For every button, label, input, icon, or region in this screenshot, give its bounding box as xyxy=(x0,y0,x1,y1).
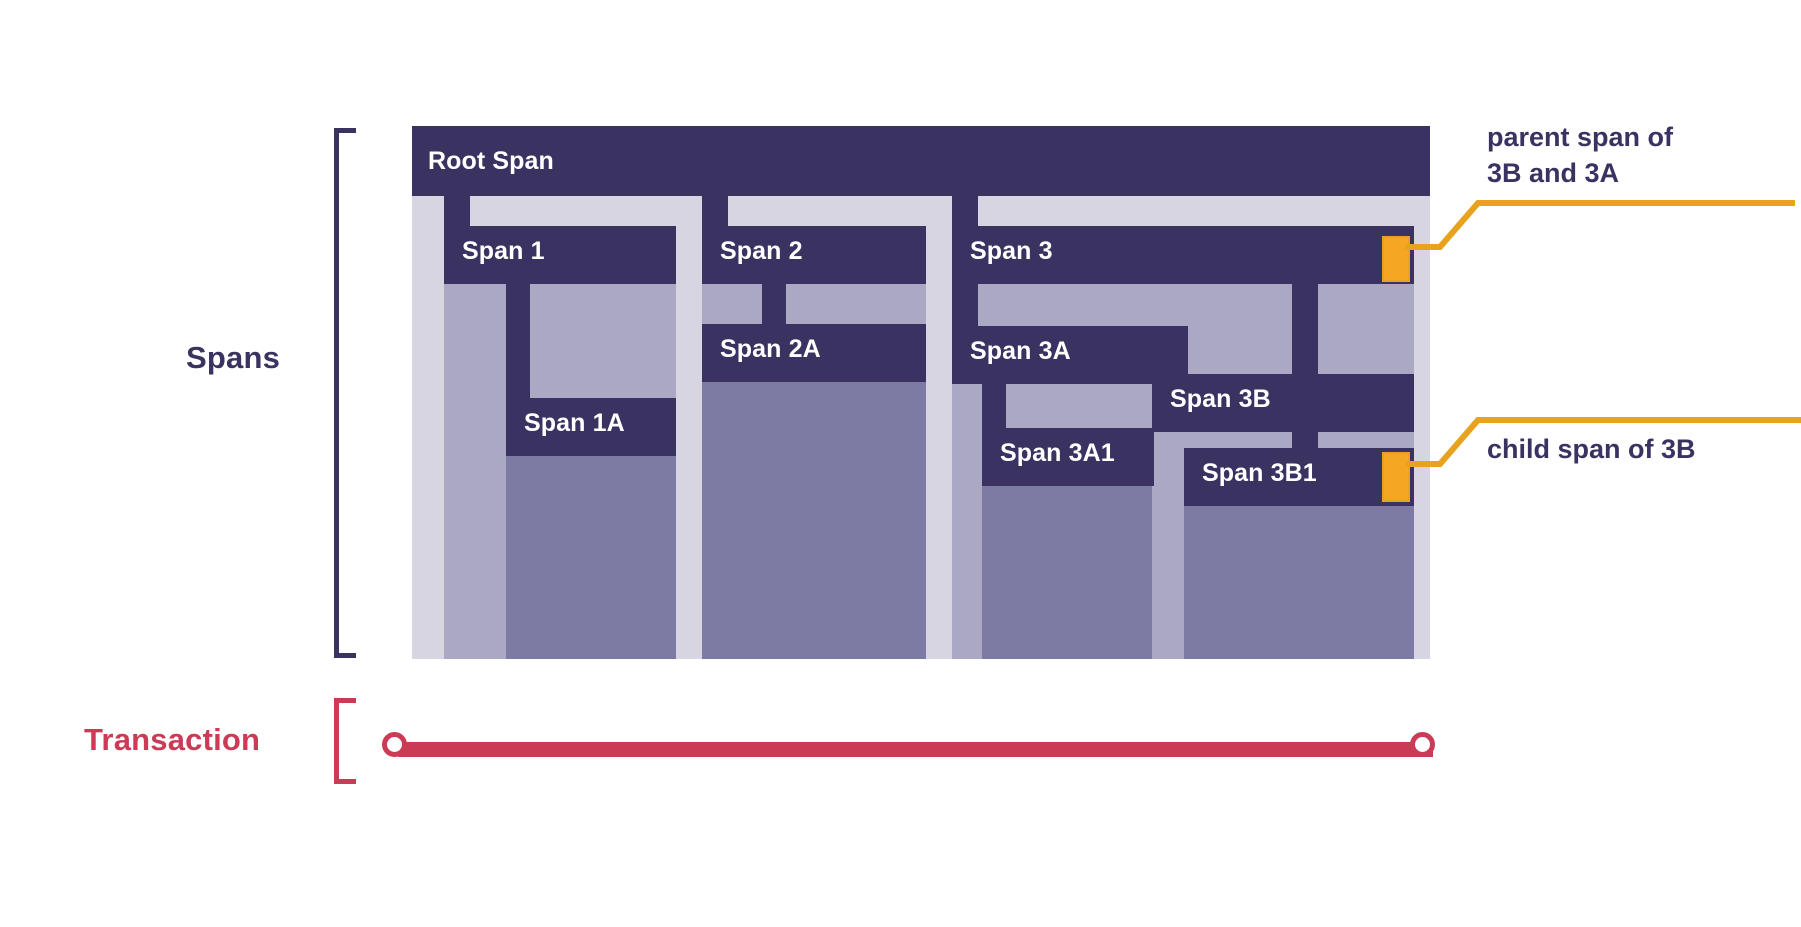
connector-span-3-to-span-3a xyxy=(952,284,978,328)
callout-text-parent: parent span of 3B and 3A xyxy=(1487,122,1674,188)
span-3a1-lane xyxy=(982,458,1154,659)
connector-span-2-to-span-2a-2 xyxy=(762,284,786,326)
parent-span-highlight-marker[interactable] xyxy=(1382,236,1410,282)
span-bar-span-2[interactable] xyxy=(702,226,926,284)
spans-bracket xyxy=(334,128,356,658)
connector-span-3-to-span-3b xyxy=(1292,284,1318,376)
transaction-end-dot[interactable] xyxy=(1410,732,1435,757)
span-bar-span-2a[interactable] xyxy=(702,324,926,382)
span-bar-span-3b1[interactable] xyxy=(1184,448,1414,506)
span-2a-upper-gap xyxy=(702,284,926,326)
callout-text-child: child span of 3B xyxy=(1487,434,1696,464)
transaction-bar-row xyxy=(380,730,1450,770)
spans-canvas: Root Span Span 1 Span 1A Span 2 Span 2A … xyxy=(412,126,1430,659)
callout-leader-line-parent xyxy=(1405,200,1795,250)
transaction-axis-label: Transaction xyxy=(84,722,261,757)
span-bar-span-1a[interactable] xyxy=(506,398,676,456)
span-bar-span-3a[interactable] xyxy=(952,326,1188,384)
span-label-span-3a1: Span 3A1 xyxy=(1000,439,1115,467)
span-label-span-2a: Span 2A xyxy=(720,335,821,363)
span-label-span-2: Span 2 xyxy=(720,237,803,265)
span-label-span-1a: Span 1A xyxy=(524,409,625,437)
span-bar-span-3b[interactable] xyxy=(1152,374,1414,432)
span-1a-lane xyxy=(506,428,676,659)
span-label-span-3b1: Span 3B1 xyxy=(1202,459,1317,487)
span-label-root: Root Span xyxy=(428,147,554,175)
span-label-span-3b: Span 3B xyxy=(1170,385,1271,413)
span-bar-span-1[interactable] xyxy=(444,226,676,284)
child-span-highlight-marker[interactable] xyxy=(1382,452,1410,502)
span-bar-root[interactable] xyxy=(412,126,1430,196)
span-bar-span-3[interactable] xyxy=(952,226,1414,284)
transaction-bracket xyxy=(334,698,356,784)
transaction-duration-bar[interactable] xyxy=(398,742,1433,757)
span-label-span-1: Span 1 xyxy=(462,237,545,265)
span-label-span-3: Span 3 xyxy=(970,237,1053,265)
span-3b1-lane xyxy=(1184,478,1414,659)
spans-axis-label: Spans xyxy=(186,340,281,375)
span-bar-span-3a1[interactable] xyxy=(982,428,1154,486)
span-label-span-3a: Span 3A xyxy=(970,337,1071,365)
transaction-start-dot[interactable] xyxy=(382,732,407,757)
